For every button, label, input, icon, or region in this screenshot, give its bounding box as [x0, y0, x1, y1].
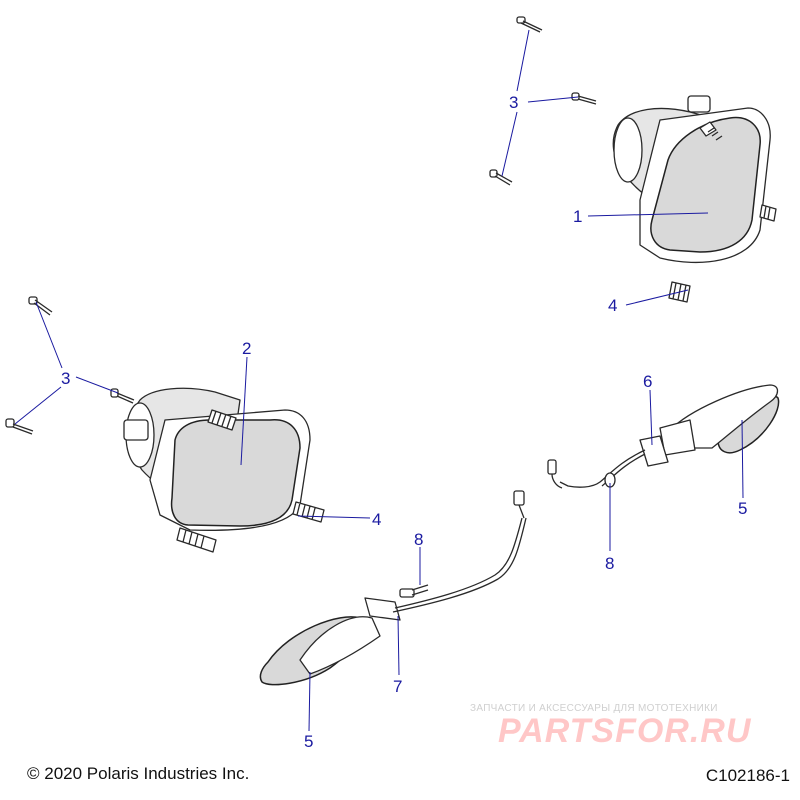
- headlight-left: [123, 387, 325, 553]
- callout-2: 2: [242, 339, 251, 358]
- bolt-icon: [5, 418, 34, 435]
- callout-4-left: 4: [372, 510, 381, 529]
- turn-signal-right: [547, 384, 780, 489]
- copyright-text: © 2020 Polaris Industries Inc.: [27, 764, 250, 783]
- bolt-icon: [110, 388, 135, 404]
- callout-7: 7: [393, 677, 402, 696]
- drawing-id: C102186-1: [705, 766, 790, 785]
- headlight-right: [612, 95, 777, 303]
- callout-4-right: 4: [608, 296, 617, 315]
- callout-5-right: 5: [738, 499, 747, 518]
- callout-1: 1: [573, 207, 582, 226]
- turn-signal-left: [259, 490, 527, 686]
- watermark-tagline: ЗАПЧАСТИ И АКСЕССУАРЫ ДЛЯ МОТОТЕХНИКИ: [470, 703, 718, 714]
- callout-8-right: 8: [605, 554, 614, 573]
- bolt-icon: [571, 92, 597, 105]
- callout-3-left: 3: [61, 369, 70, 388]
- bolts-right: [489, 16, 597, 186]
- bolt-icon: [516, 16, 543, 33]
- bolt-icon: [28, 296, 53, 316]
- bolt-icon: [489, 169, 513, 186]
- callout-5-left: 5: [304, 732, 313, 751]
- watermark-logo: PARTSFOR.RU: [498, 712, 752, 750]
- callout-6: 6: [643, 372, 652, 391]
- leader-lines: [14, 29, 744, 732]
- callouts: 3 1 4 2 3 4 6 5 8 8 7 5: [61, 93, 747, 751]
- bolts-left: [5, 296, 135, 435]
- callout-8-left: 8: [414, 530, 423, 549]
- callout-3-right: 3: [509, 93, 518, 112]
- watermark: ЗАПЧАСТИ И АКСЕССУАРЫ ДЛЯ МОТОТЕХНИКИ PA…: [470, 703, 790, 751]
